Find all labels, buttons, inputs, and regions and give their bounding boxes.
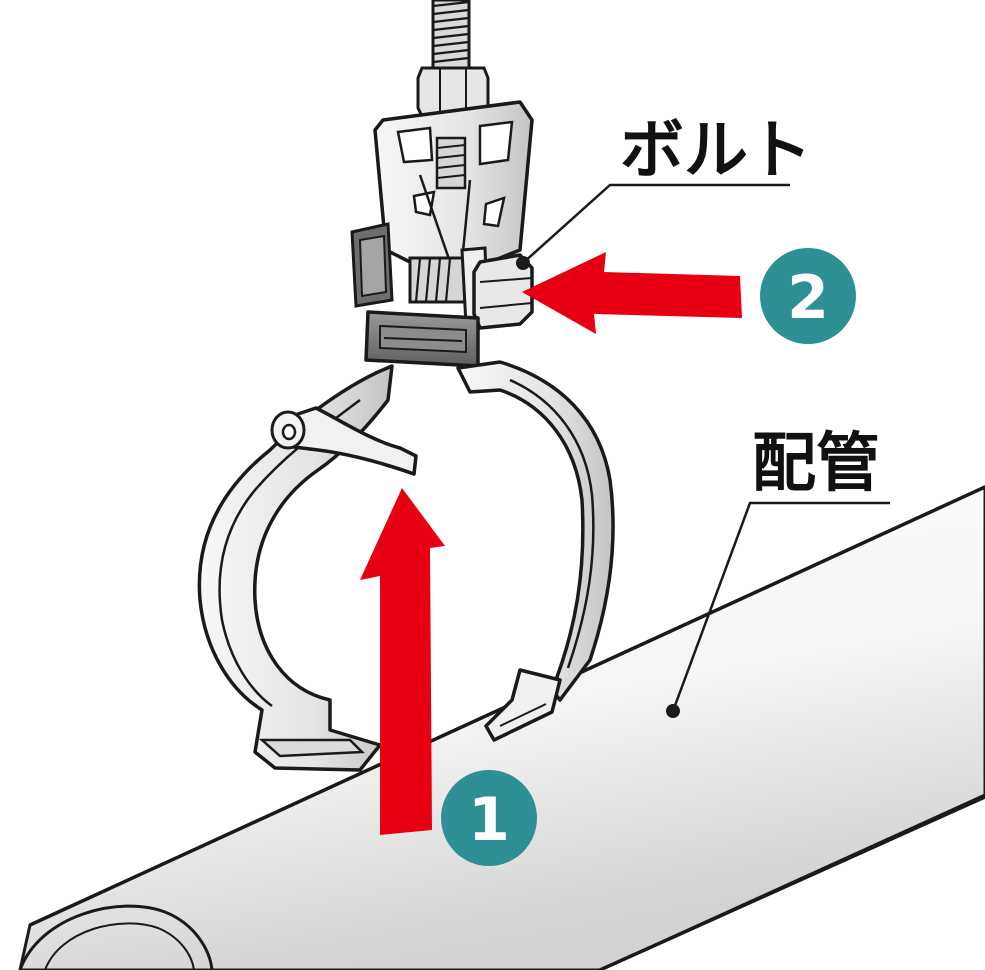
- step-badge-2-number: 2: [787, 263, 829, 333]
- threaded-rod: [431, 0, 471, 74]
- arrow-step-1: [360, 488, 445, 835]
- left-band-foot: [258, 738, 365, 758]
- pipe-end-rim-inner: [44, 922, 195, 970]
- callout-bolt-leader: [522, 183, 790, 264]
- step-badge-1: 1: [441, 770, 537, 866]
- pipe-end-rim-outer: [18, 904, 214, 970]
- bracket-slot-right: [482, 196, 506, 228]
- arrow-step-2: [522, 252, 742, 334]
- top-hex-nut: [416, 66, 490, 118]
- right-band-tab: [484, 668, 562, 742]
- step-badge-1-number: 1: [468, 785, 510, 855]
- band-hinge-pin: [270, 406, 418, 476]
- callout-bolt-dot: [516, 256, 530, 270]
- side-clip: [350, 222, 394, 308]
- clamp-band-right: [456, 360, 615, 742]
- callout-pipe-label: 配管: [752, 427, 880, 501]
- rubber-pad: [364, 310, 480, 368]
- hanger-bracket: [373, 100, 534, 264]
- step-badge-2: 2: [760, 248, 856, 344]
- callout-bolt-label: ボルト: [620, 114, 812, 188]
- callout-bolt: ボルト: [516, 114, 812, 270]
- pipe-bottom-edge: [599, 795, 985, 970]
- bracket-window-right: [478, 120, 514, 166]
- bolt: [408, 246, 534, 330]
- callout-pipe-dot: [666, 704, 680, 718]
- bracket-window-left: [396, 126, 434, 164]
- callout-pipe-leader: [671, 501, 890, 712]
- callout-pipe: 配管: [666, 427, 890, 718]
